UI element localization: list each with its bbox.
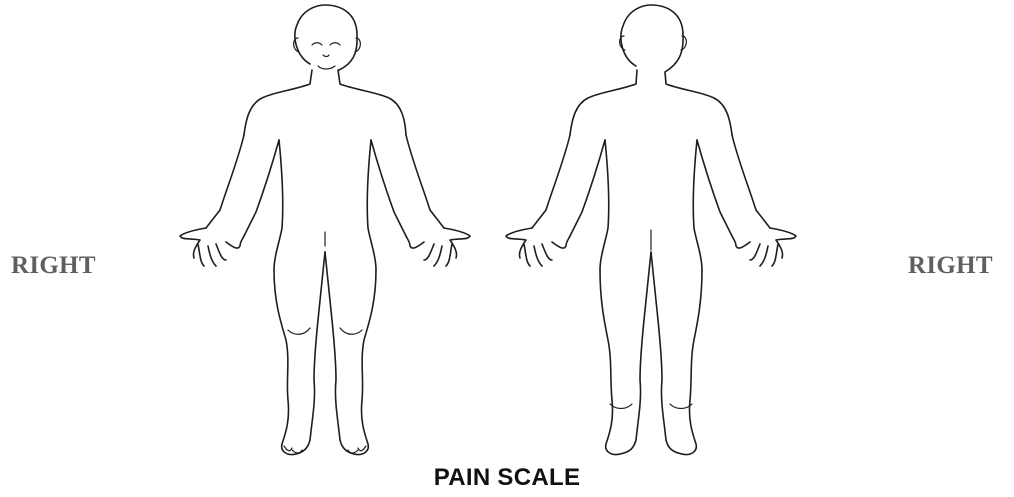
front-mouth [318, 66, 335, 69]
back-body-outline-graphic [492, 0, 832, 470]
page-title: PAIN SCALE [0, 464, 1014, 492]
front-eye-left [312, 43, 322, 45]
front-body-outline-graphic [164, 0, 504, 470]
front-body-figure[interactable] [164, 0, 504, 470]
front-nose [323, 55, 329, 57]
front-eye-right [330, 43, 340, 45]
back-head [621, 5, 683, 72]
back-body-figure[interactable] [492, 0, 832, 470]
front-head [295, 5, 357, 70]
side-label-right: RIGHT [908, 252, 993, 280]
side-label-left: RIGHT [11, 252, 96, 280]
